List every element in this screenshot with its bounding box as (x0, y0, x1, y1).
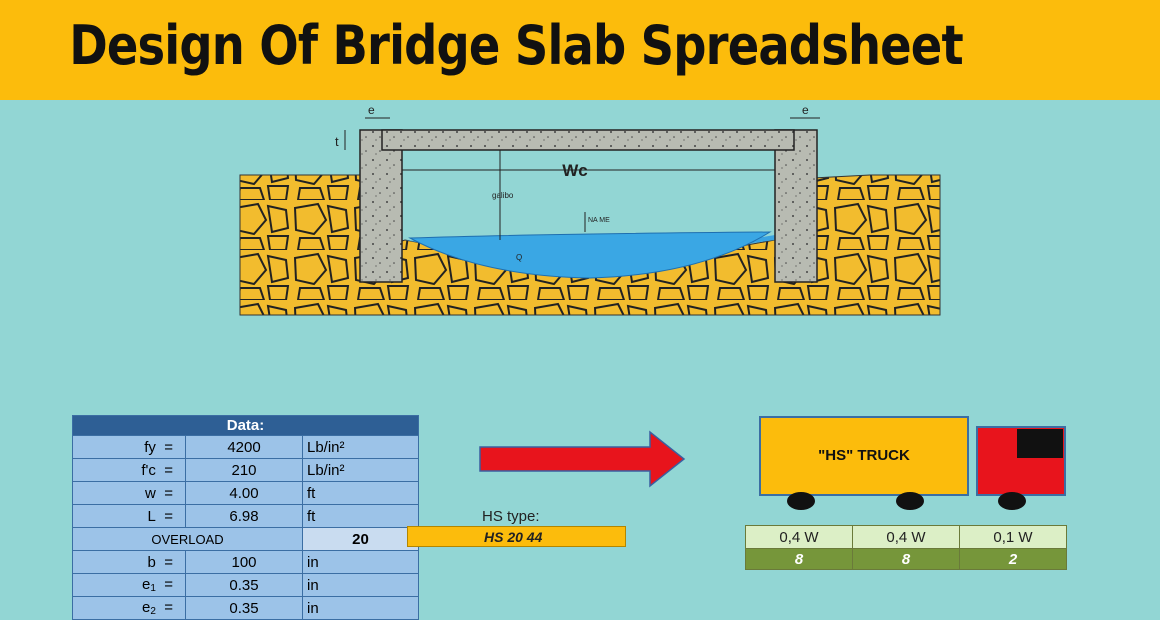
t-label: t (335, 134, 339, 149)
row-fc: f'c = 210 Lb/in² (72, 458, 419, 482)
title-banner (0, 0, 1160, 100)
row-overload: OVERLOAD 20 (72, 527, 419, 551)
fc-value[interactable]: 210 (185, 458, 303, 482)
name-label: NA ME (588, 217, 610, 224)
overload-label: OVERLOAD (72, 527, 303, 551)
galibo-label: galibo (492, 191, 514, 200)
load-value-1: 8 (745, 548, 853, 570)
w-value[interactable]: 4.00 (185, 481, 303, 505)
hs-type-value[interactable]: HS 20 44 (407, 526, 626, 547)
load-label-3: 0,1 W (959, 525, 1067, 549)
load-label-2: 0,4 W (852, 525, 960, 549)
deck-slab (381, 129, 795, 151)
e2-value[interactable]: 0.35 (185, 596, 303, 620)
abutment-right (774, 129, 818, 283)
row-l: L = 6.98 ft (72, 504, 419, 528)
abutment-left (359, 129, 403, 283)
load-value-3: 2 (959, 548, 1067, 570)
row-fy: fy = 4200 Lb/in² (72, 435, 419, 459)
hs-type-label: HS type: (482, 508, 540, 525)
row-e2: e2 = 0.35 in (72, 596, 419, 620)
truck-label: "HS" TRUCK (818, 447, 910, 464)
row-e1: e1 = 0.35 in (72, 573, 419, 597)
e1-value[interactable]: 0.35 (185, 573, 303, 597)
l-value[interactable]: 6.98 (185, 504, 303, 528)
data-table: Data: fy = 4200 Lb/in² f'c = 210 Lb/in² … (72, 415, 419, 620)
right-arrow-icon (479, 430, 686, 488)
bridge-section-diagram: Wc galibo NA ME Q t e e (239, 103, 941, 316)
e1-label: e (368, 103, 375, 117)
overload-value[interactable]: 20 (302, 527, 419, 551)
fy-value[interactable]: 4200 (185, 435, 303, 459)
page-title: Design Of Bridge Slab Spreadsheet (69, 14, 963, 77)
load-table: 0,4 W 0,4 W 0,1 W 8 8 2 (745, 525, 1067, 570)
load-value-2: 8 (852, 548, 960, 570)
b-value[interactable]: 100 (185, 550, 303, 574)
row-w: w = 4.00 ft (72, 481, 419, 505)
e2-label: e (802, 103, 809, 117)
load-label-1: 0,4 W (745, 525, 853, 549)
data-table-header: Data: (72, 415, 419, 436)
wc-label: Wc (562, 161, 588, 180)
qmax-label: Q (516, 253, 522, 262)
row-b: b = 100 in (72, 550, 419, 574)
truck-icon (759, 416, 1066, 510)
